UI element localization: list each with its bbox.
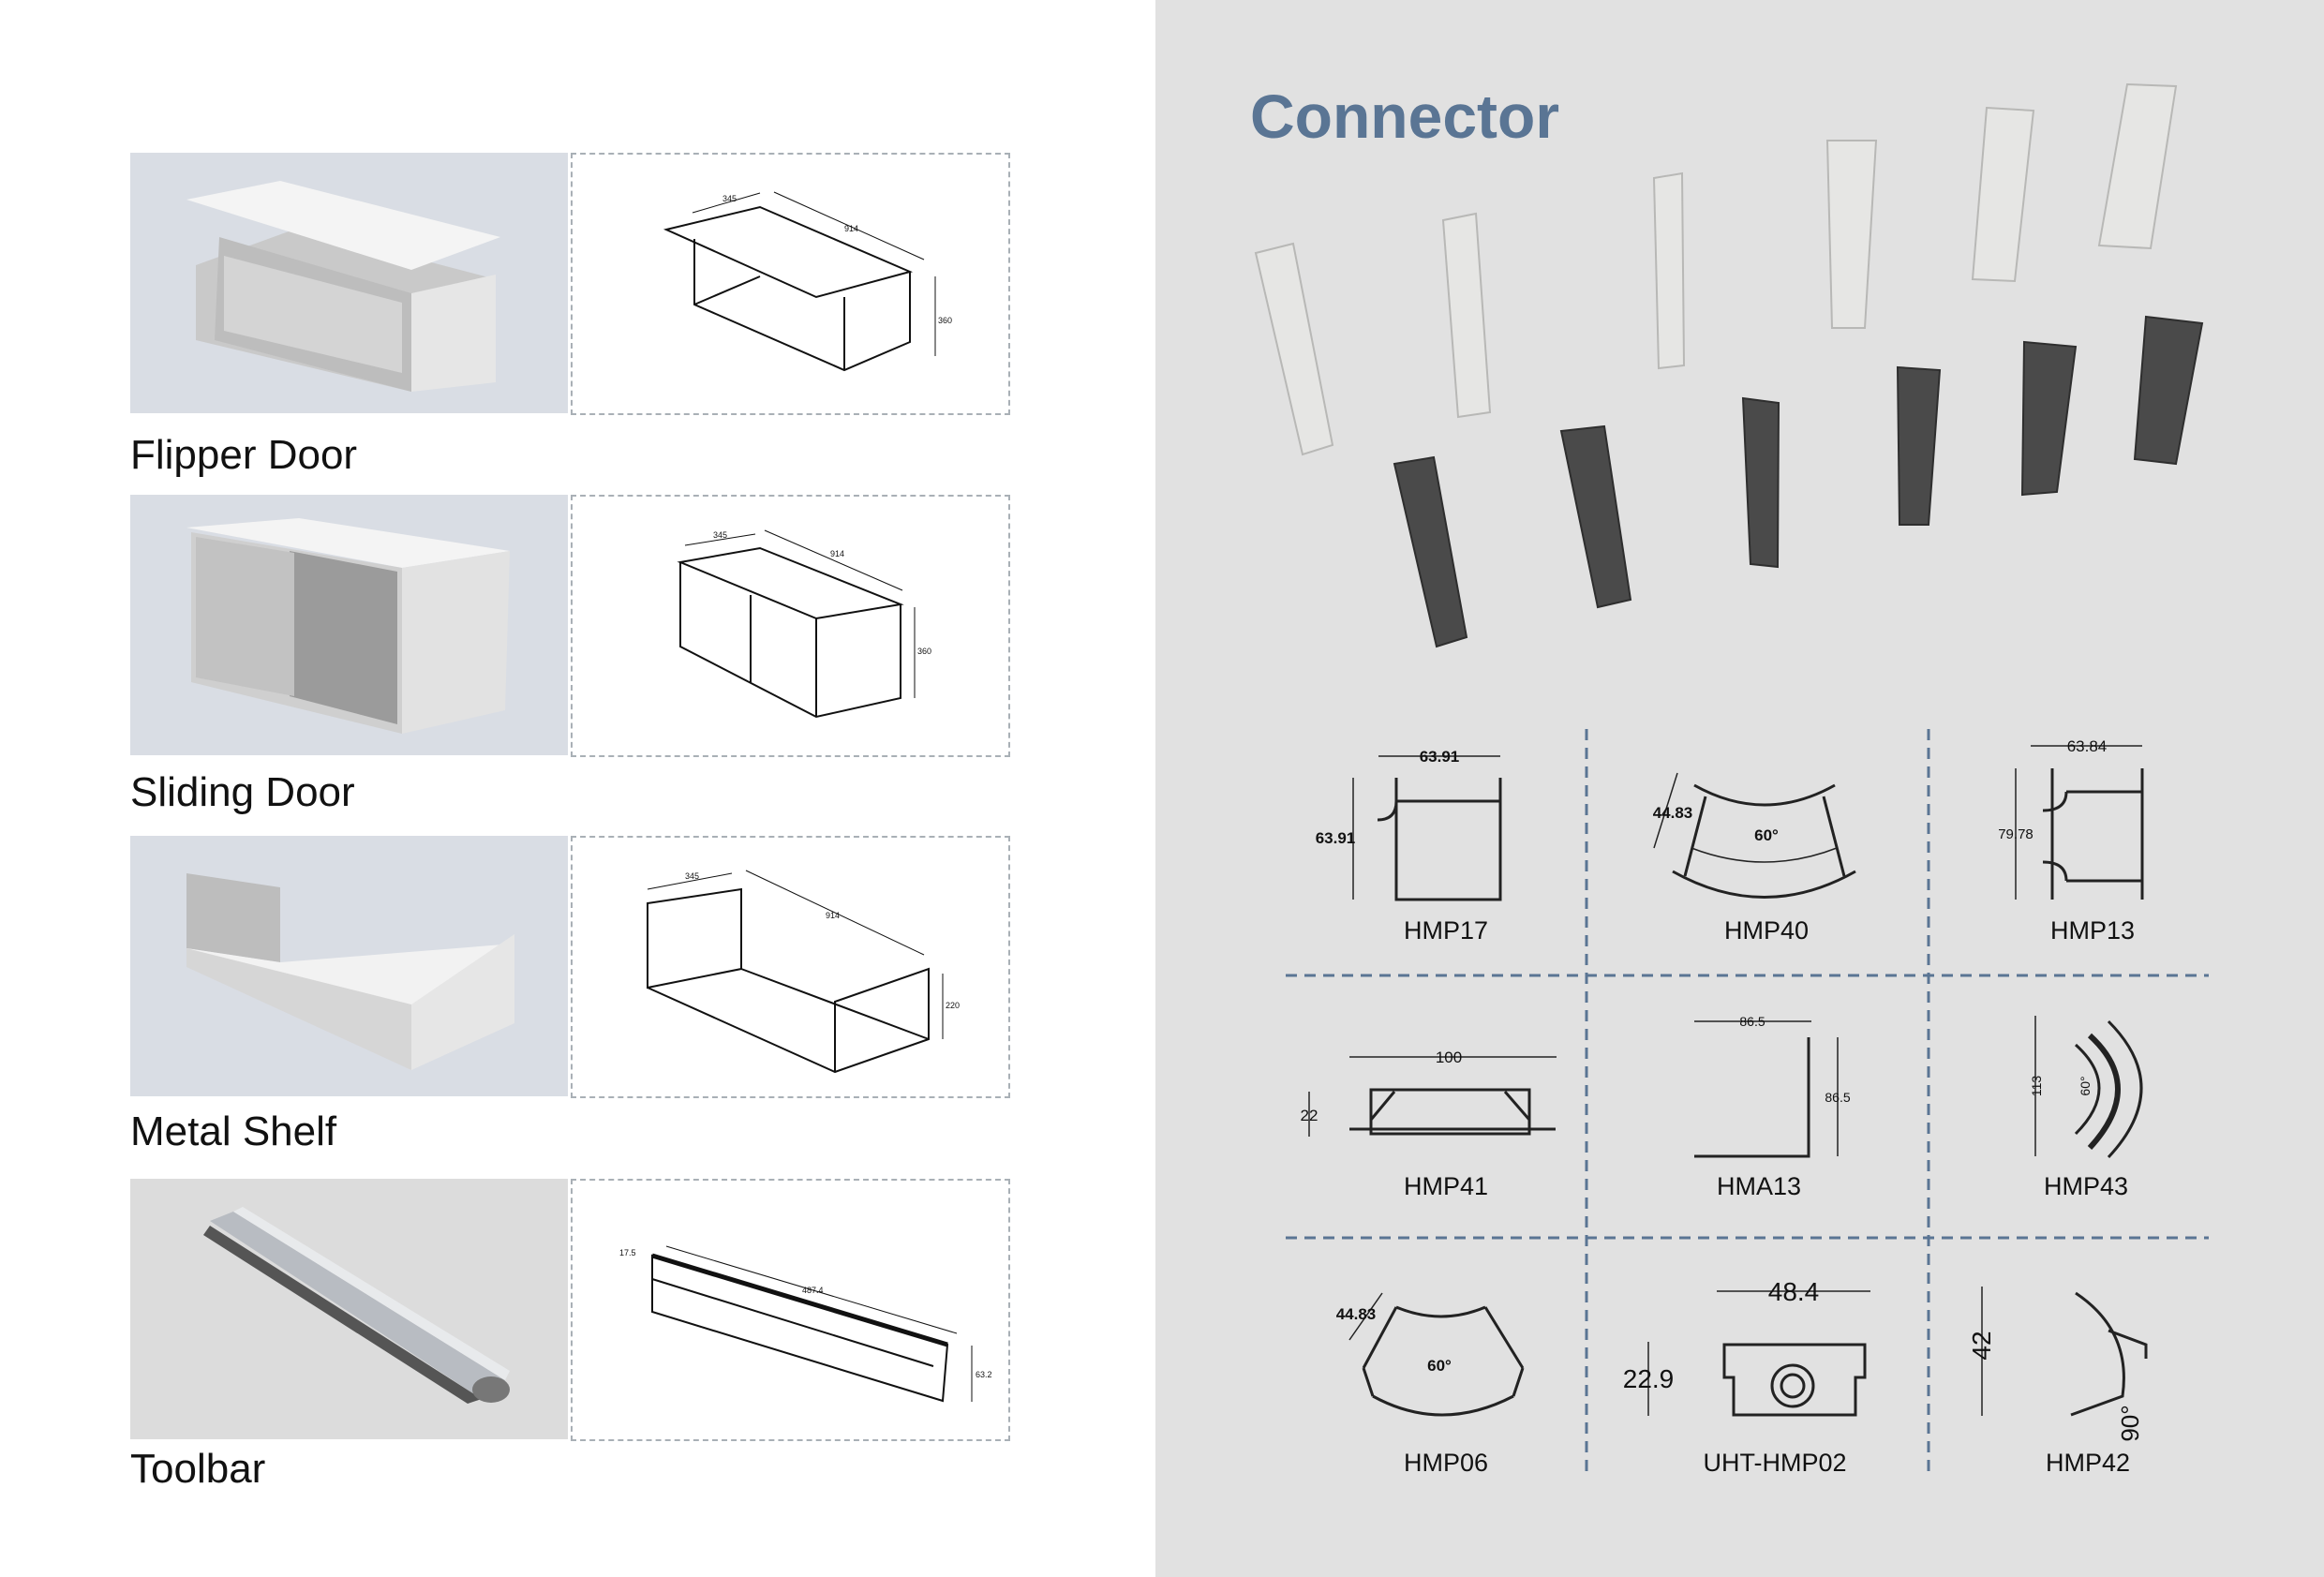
flipper-door-drawing: 345 914 360 (571, 153, 1010, 415)
part-code: HMP13 (2050, 916, 2135, 945)
dimension-labels: 63.91 63.91 44.83 60° 63.84 79.78 100 22… (1301, 737, 2144, 1442)
dim: 44.83 (1653, 804, 1693, 822)
dim: 22 (1301, 1107, 1318, 1124)
dim-width: 914 (844, 224, 858, 233)
product-label: Toolbar (130, 1446, 266, 1492)
product-label: Sliding Door (130, 769, 355, 815)
dim: 48.4 (1768, 1277, 1820, 1306)
connector-panel (1155, 0, 2324, 1577)
toolbar-photo (130, 1179, 568, 1439)
dim: 42 (1967, 1331, 1996, 1360)
dim: 63.91 (1316, 829, 1356, 847)
product-panel: 345 914 360 Flipper Door 345 914 360 Sli… (0, 0, 1155, 1577)
sliding-door-drawing: 345 914 360 (571, 495, 1010, 757)
dim-height: 63.2 (976, 1370, 992, 1379)
dim-length: 487.4 (802, 1286, 824, 1295)
dim: 100 (1436, 1049, 1462, 1066)
product-label: Flipper Door (130, 432, 358, 478)
part-code: HMP06 (1404, 1449, 1488, 1477)
part-codes: HMP17 HMP40 HMP13 HMP41 HMA13 HMP43 HMP0… (1404, 916, 2135, 1477)
grid-dividers (1286, 729, 2209, 1475)
part-code: HMA13 (1717, 1172, 1801, 1200)
part-code: HMP41 (1404, 1172, 1488, 1200)
product-label: Metal Shelf (130, 1108, 337, 1154)
dim: 90° (2116, 1405, 2144, 1441)
dim: 63.91 (1420, 748, 1460, 766)
dim-width: 914 (826, 911, 840, 920)
connector-title: Connector (1250, 82, 1559, 151)
dim: 60° (1427, 1357, 1452, 1375)
part-code: HMP17 (1404, 916, 1488, 945)
dim: 86.5 (1825, 1090, 1850, 1105)
dim: 86.5 (1739, 1014, 1765, 1029)
metal-shelf-photo (130, 836, 568, 1096)
dim-depth: 345 (713, 530, 727, 540)
part-code: HMP42 (2046, 1449, 2130, 1477)
flipper-door-photo (130, 153, 568, 413)
dim-depth: 345 (685, 871, 699, 881)
part-code: HMP43 (2044, 1172, 2128, 1200)
dim-height: 220 (946, 1001, 960, 1010)
dim: 79.78 (1998, 826, 2034, 842)
dim: 60° (2078, 1076, 2093, 1095)
part-code: UHT-HMP02 (1703, 1449, 1846, 1477)
dim: 113 (2029, 1076, 2044, 1097)
dim: 63.84 (2067, 737, 2108, 755)
profile-drawings (1308, 745, 2148, 1417)
dim-depth: 345 (723, 194, 737, 203)
connector-profiles-photo (1254, 82, 2204, 648)
part-code: HMP40 (1724, 916, 1809, 945)
dim: 44.83 (1336, 1305, 1377, 1323)
dim-width: 914 (830, 549, 844, 558)
dim-height: 360 (938, 316, 952, 325)
metal-shelf-drawing: 345 914 220 (571, 836, 1010, 1098)
dim: 22.9 (1623, 1364, 1675, 1393)
toolbar-drawing: 17.5 487.4 63.2 (571, 1179, 1010, 1441)
dim: 60° (1754, 826, 1779, 844)
dim-height: 360 (917, 647, 931, 656)
dim-end: 17.5 (619, 1248, 636, 1257)
sliding-door-photo (130, 495, 568, 755)
